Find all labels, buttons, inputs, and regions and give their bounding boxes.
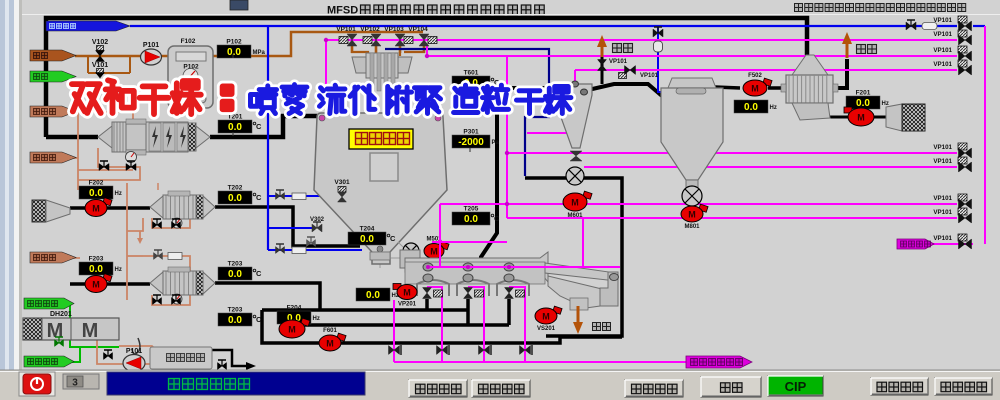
svg-text:M501: M501 [426,237,442,243]
svg-text:VP104: VP104 [408,26,428,33]
svg-text:F502: F502 [748,73,762,79]
svg-text:M: M [92,280,100,290]
svg-text:C: C [256,122,262,131]
svg-text:0.0: 0.0 [89,188,103,199]
svg-text:F201: F201 [856,90,871,97]
svg-text:0.0: 0.0 [228,193,242,204]
svg-text:VP102: VP102 [360,26,380,33]
svg-text:0.0: 0.0 [228,269,242,280]
svg-text:F102: F102 [181,38,196,45]
svg-text:M: M [288,325,296,335]
svg-text:T203: T203 [228,307,243,314]
svg-text:-2000: -2000 [458,137,484,148]
svg-text:T202: T202 [228,185,243,192]
svg-text:C: C [256,315,262,324]
svg-text:VP101: VP101 [336,26,356,33]
svg-text:VP101: VP101 [933,17,952,24]
svg-text:M: M [751,84,759,94]
svg-text:V101: V101 [92,62,108,69]
svg-text:VP101: VP101 [933,158,952,165]
svg-text:P101: P101 [143,42,159,49]
svg-text:Hz: Hz [313,316,320,322]
svg-text:Hz: Hz [115,191,122,197]
svg-text:Hz: Hz [115,267,122,273]
svg-text:T601: T601 [464,70,479,77]
svg-text:0.0: 0.0 [360,234,374,245]
svg-text:C: C [494,214,500,223]
svg-text:P102: P102 [226,39,242,46]
svg-text:M: M [571,198,579,208]
svg-text:VP101: VP101 [933,31,952,38]
svg-text:VP101: VP101 [933,47,952,54]
svg-text:Hz: Hz [770,105,777,111]
svg-text:F202: F202 [89,180,104,187]
svg-text:VP101: VP101 [609,59,628,65]
svg-text:VP201: VP201 [398,302,417,308]
svg-text:Pa: Pa [492,140,500,146]
svg-text:M601: M601 [567,213,583,219]
svg-text:VP101: VP101 [933,195,952,202]
svg-text:M: M [403,288,411,298]
svg-text:Hz: Hz [882,101,889,107]
svg-text:0.0: 0.0 [287,313,301,324]
svg-text:M: M [82,320,99,342]
svg-text:0.0: 0.0 [366,290,380,301]
svg-text:MFSD: MFSD [327,5,358,17]
svg-text:0.0: 0.0 [464,78,478,89]
svg-text:VS201: VS201 [537,326,556,332]
svg-text:0.0: 0.0 [228,315,242,326]
svg-text:VP101: VP101 [933,61,952,68]
svg-text:P301: P301 [463,129,479,136]
svg-text:V302: V302 [310,217,325,223]
svg-text:P102: P102 [183,64,199,71]
svg-text:C: C [256,193,262,202]
svg-text:VP101: VP101 [640,73,659,79]
svg-text:M801: M801 [684,224,700,230]
svg-text:0.0: 0.0 [228,122,242,133]
svg-text:VP101: VP101 [933,235,952,242]
svg-text:P101: P101 [126,348,142,355]
svg-text:DH201: DH201 [50,311,72,318]
svg-text:M: M [542,312,550,322]
svg-text:M: M [688,210,696,220]
svg-text:C: C [390,234,396,243]
svg-text:MPa: MPa [253,50,266,56]
svg-text:M: M [857,113,865,123]
svg-text:Hz: Hz [392,293,399,299]
svg-text:0.0: 0.0 [227,47,241,58]
svg-text:T203: T203 [228,261,243,268]
svg-text:0.0: 0.0 [856,98,870,109]
svg-text:VP101: VP101 [933,144,952,151]
svg-text:VP101: VP101 [933,209,952,216]
svg-text:0.0: 0.0 [89,264,103,275]
svg-text:F203: F203 [89,256,104,263]
svg-text:T205: T205 [464,206,479,213]
svg-text:CIP: CIP [785,379,807,394]
svg-text:V301: V301 [334,179,350,186]
svg-text:M: M [430,247,438,257]
svg-text:M: M [92,204,100,214]
svg-text:T204: T204 [360,226,375,233]
svg-text:T201: T201 [228,114,243,121]
svg-text:0.0: 0.0 [744,102,758,113]
svg-text:0.0: 0.0 [464,214,478,225]
svg-text:M: M [47,320,64,342]
svg-text:3: 3 [72,378,78,389]
svg-text:F204: F204 [287,305,302,312]
svg-text:C: C [256,269,262,278]
svg-text:F601: F601 [323,328,337,334]
svg-text:VP103: VP103 [384,26,404,33]
svg-text:V102: V102 [92,39,108,46]
svg-text:M: M [326,339,334,349]
